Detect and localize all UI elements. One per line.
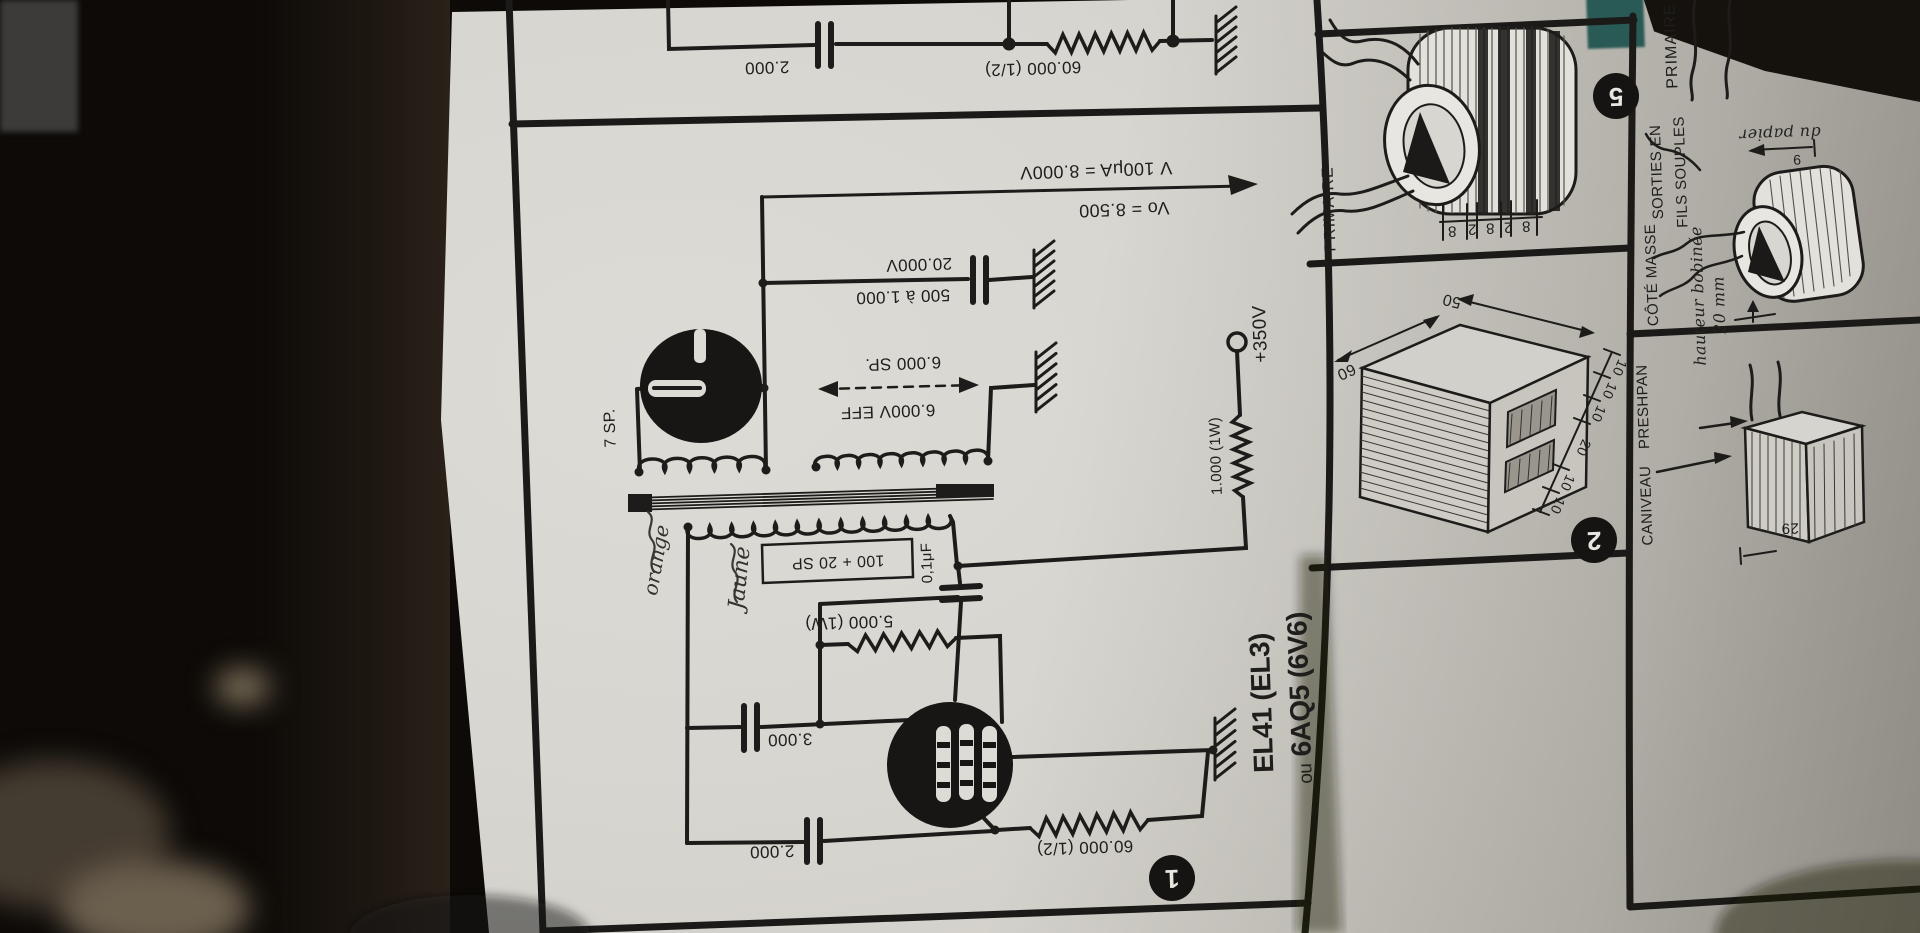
tube-name-label-2: ou 6AQ5 (6V6) — [1281, 612, 1319, 785]
background-corner — [0, 0, 78, 132]
hauteur-label-2: 20 mm — [1708, 275, 1730, 335]
figure-1-badge: 1 — [1149, 855, 1195, 901]
figure-5-number: 5 — [1608, 81, 1624, 112]
primary-turns-label: 7 SP. — [601, 408, 620, 448]
coupling-cap-label: 0,1μF — [917, 542, 937, 584]
grid-resistor-label: 5.000 (1W) — [804, 611, 894, 634]
page-shadows — [350, 555, 1920, 933]
secondary-turns-label: 6.000 SP. — [864, 352, 942, 375]
tube-name-label-1: EL41 (EL3) — [1243, 632, 1280, 774]
figure-1-number: 1 — [1164, 863, 1180, 894]
hv-cap-voltage-label: 20.000V — [885, 253, 953, 276]
e-core-dimension-lines — [1334, 294, 1621, 516]
figure-2-number: 2 — [1586, 525, 1602, 556]
bobbin-figure — [1644, 132, 1865, 323]
background-clutter — [215, 668, 270, 706]
handwriting-squiggles — [646, 510, 739, 604]
main-schematic-wires — [628, 175, 1258, 865]
output-voltage-label: Vo = 8.500 — [1078, 197, 1170, 222]
paper-label: du papier — [1738, 123, 1822, 145]
paper-dim-label: 9 — [1792, 151, 1802, 169]
toroid-dim-2a: 2 — [1467, 220, 1477, 238]
winding-block-figure — [1655, 360, 1867, 565]
primaire-label: PRIMAIRE — [1319, 166, 1340, 252]
cathode-resistor-label: 60.000 (1/2) — [1036, 836, 1134, 859]
feedback-winding-label: 100 + 20 SP — [791, 551, 885, 572]
toroid-dim-8b: 8 — [1485, 219, 1495, 237]
top-strip-resistor-label: 60.000 (1/2) — [984, 57, 1082, 80]
toroid-dim-2b: 2 — [1503, 218, 1513, 236]
e-core-windows — [1503, 388, 1558, 494]
toroid-leads — [1290, 18, 1420, 235]
figure-5-badge: 5 — [1593, 73, 1639, 119]
tube-name-prefix: ou — [1295, 763, 1317, 785]
toroid-dim-8a: 8 — [1447, 222, 1457, 240]
cote-masse-label: CÔTÉ MASSE — [1641, 223, 1663, 327]
supply-resistor-label: 1.000 (1W) — [1206, 416, 1226, 496]
output-tube-symbol — [887, 702, 1013, 828]
rectifier-tube-symbol — [640, 329, 762, 443]
grid-cap-label: 3.000 — [767, 729, 813, 750]
coil-dim-29: 29 — [1780, 519, 1800, 537]
top-strip-cap-label: 2.000 — [744, 57, 790, 78]
figure-2-badge: 2 — [1571, 517, 1617, 563]
e-core-figure — [1334, 294, 1621, 534]
tube-name-main: 6AQ5 (6V6) — [1281, 611, 1318, 758]
toroid-dim-8c: 8 — [1521, 217, 1531, 235]
cathode-cap-label: 2.000 — [749, 841, 795, 862]
top-strip-circuit — [666, 0, 1238, 76]
sorties-label-1: SORTIES EN — [1646, 124, 1668, 220]
secondary-voltage-label: 6.000V EFF — [840, 400, 936, 423]
background-edge-shadow — [250, 0, 450, 933]
background-clutter — [60, 860, 250, 933]
hv-cap-value-label: 500 à 1.000 — [855, 285, 951, 308]
top-leads — [1689, 0, 1732, 102]
toroid-dimension-lines — [1439, 199, 1543, 241]
right-column-figures — [1644, 0, 1867, 565]
supply-voltage-label: +350V — [1249, 304, 1272, 364]
toroid-figure — [1290, 18, 1578, 241]
primaire-top-label: PRIMAIRE — [1661, 3, 1682, 89]
